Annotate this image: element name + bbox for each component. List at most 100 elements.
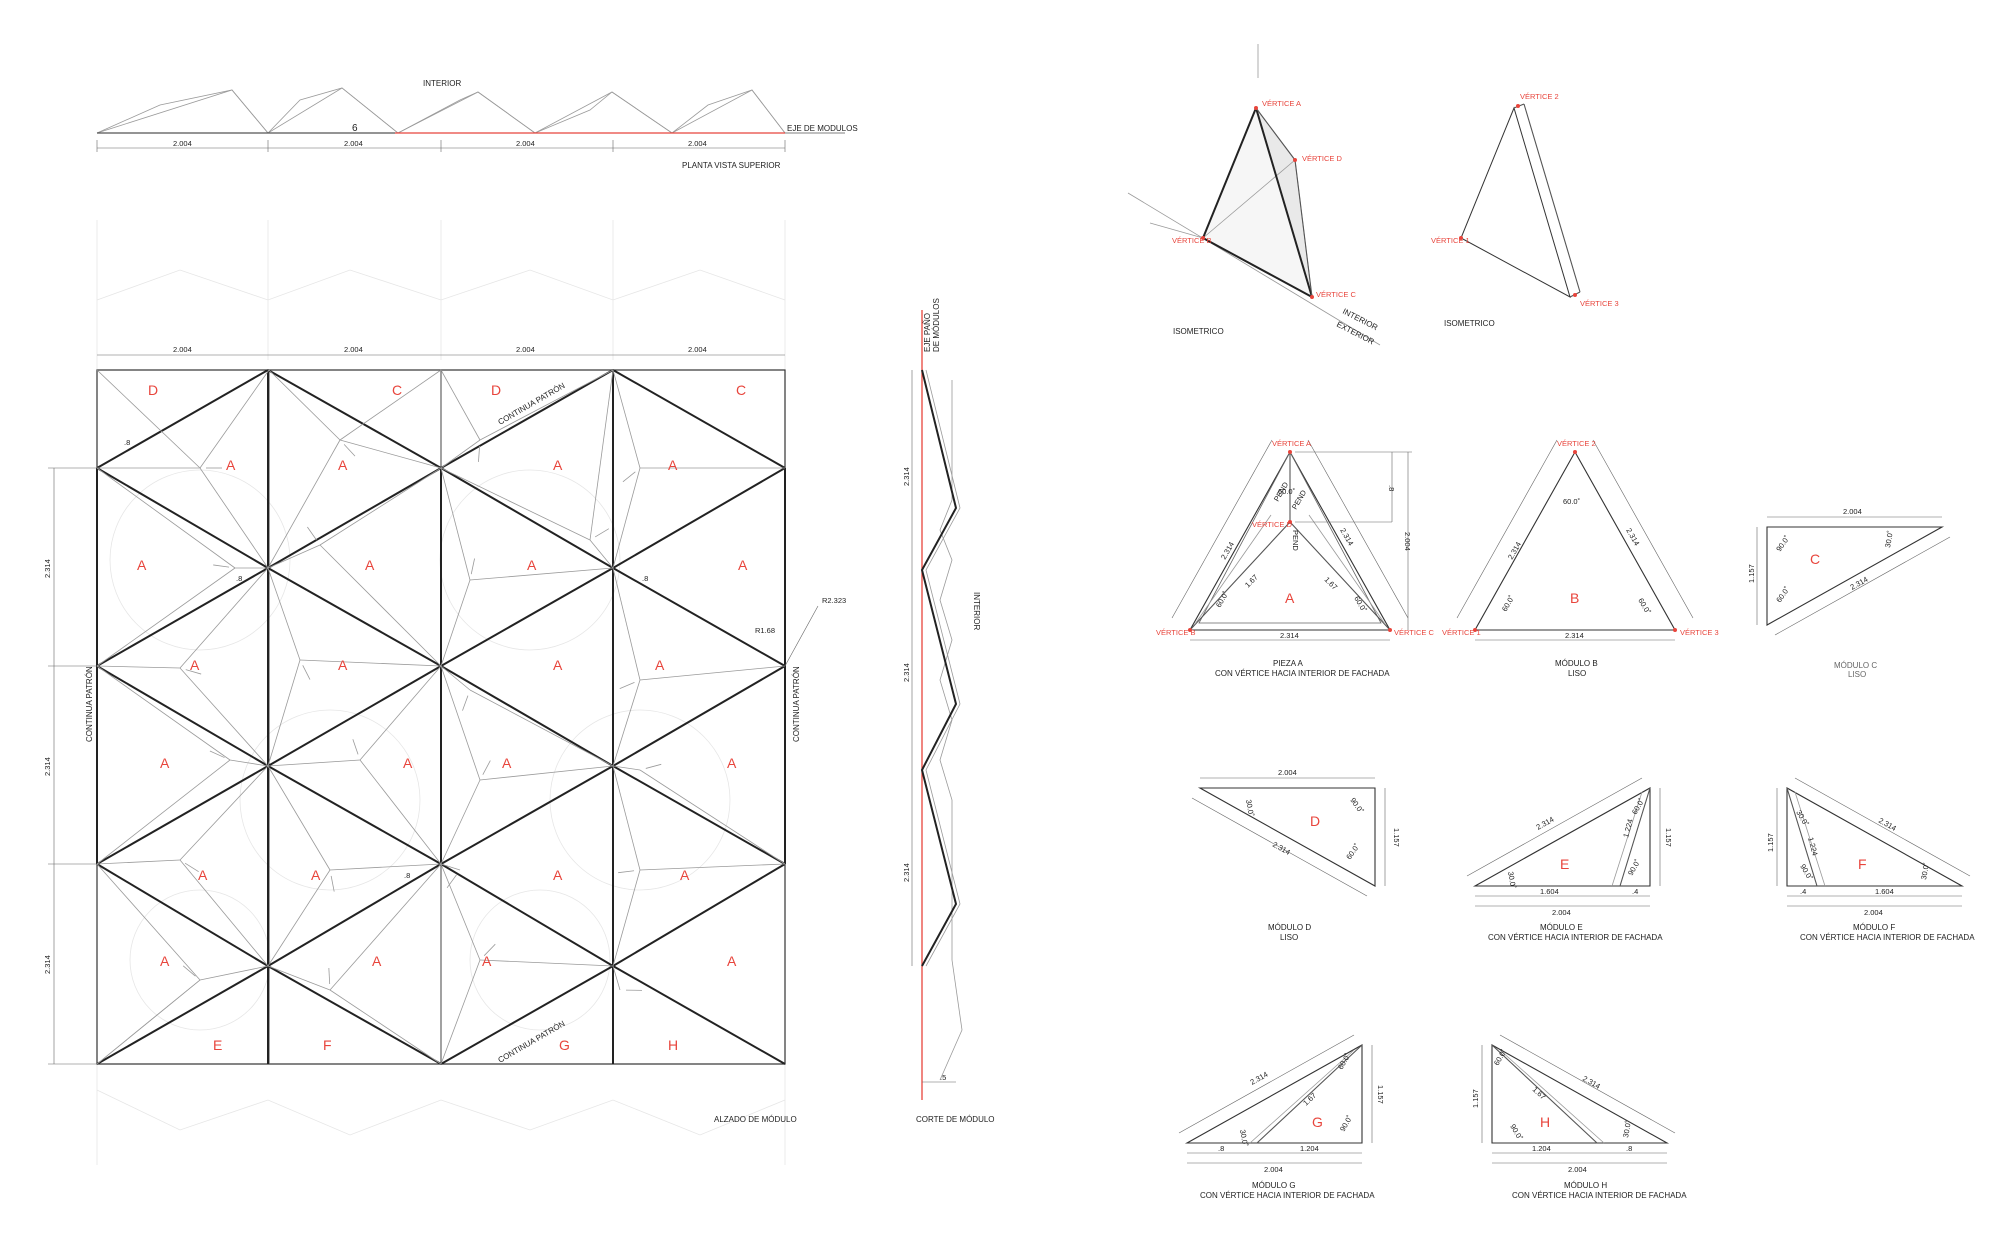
fold-line — [96, 863, 201, 981]
fold-line — [440, 959, 481, 1065]
elev-side-dim-2: 2.314 — [43, 757, 52, 776]
fold-line — [96, 467, 236, 569]
pieza-a: VÉRTICE A VÉRTICE D VÉRTICE B VÉRTICE C … — [1156, 439, 1434, 678]
fold-line — [267, 567, 301, 661]
iso1-vertex-d: VÉRTICE D — [1302, 154, 1342, 163]
modulo-c-a30: 30.0˚ — [1883, 530, 1895, 548]
modulo-c-a60: 60.0˚ — [1774, 585, 1791, 604]
fold-line — [330, 875, 335, 892]
fold-line — [359, 759, 442, 865]
fold-line — [440, 863, 461, 871]
modulo-e-caption-2: CON VÉRTICE HACIA INTERIOR DE FACHADA — [1488, 933, 1663, 942]
fold-line — [594, 528, 610, 538]
elevation-piece-a-letter: A — [727, 953, 737, 969]
fold-line — [199, 467, 269, 569]
fold-line — [440, 369, 614, 469]
fold-line — [179, 859, 269, 967]
fold-line — [612, 567, 786, 667]
elevation-module-letter: D — [491, 382, 501, 398]
modulo-h-caption-2: CON VÉRTICE HACIA INTERIOR DE FACHADA — [1512, 1191, 1687, 1200]
modulo-c-letter: C — [1810, 551, 1820, 567]
elevation-piece-a-letter: A — [553, 457, 563, 473]
elevation-piece-a-letter: A — [482, 953, 492, 969]
elevation-module-letter: H — [668, 1037, 678, 1053]
fold-line — [469, 689, 614, 767]
pieza-a-caption-2: CON VÉRTICE HACIA INTERIOR DE FACHADA — [1215, 669, 1390, 678]
continua-patron-left: CONTINUA PATRÓN — [85, 666, 94, 742]
fold-line — [96, 765, 269, 865]
modulo-h-a30: 30.0˚ — [1621, 1120, 1633, 1138]
elevation-piece-a-letter: A — [372, 953, 382, 969]
radius-r1-label: R1.68 — [755, 626, 775, 635]
modulo-f-letter: F — [1858, 856, 1867, 872]
modulo-d: 2.004 1.157 2.314 30.0˚ 90.0˚ 60.0˚ D MÓ… — [1191, 768, 1401, 942]
elevation-piece-a-letter: A — [502, 755, 512, 771]
modulo-c-a90: 90.0˚ — [1774, 534, 1791, 553]
fold-line — [267, 765, 331, 871]
fold-line — [267, 759, 361, 767]
modulo-d-letter: D — [1310, 813, 1320, 829]
elevation-piece-a-letter: A — [680, 867, 690, 883]
elevation-piece-a-letter: A — [668, 457, 678, 473]
isometric-tetra: VÉRTICE A VÉRTICE D VÉRTICE B VÉRTICE C … — [1127, 44, 1381, 346]
fold-line — [307, 526, 317, 541]
modulo-b-side-left: 2.314 — [1506, 540, 1523, 561]
pieza-a-angle-left: 60.0˚ — [1214, 590, 1230, 609]
plan-interior-label: INTERIOR — [423, 79, 461, 88]
offset-label-2: .8 — [236, 574, 242, 583]
modulo-e-a30: 30.0˚ — [1506, 871, 1518, 889]
modulo-b: VÉRTICE 2 VÉRTICE 1 VÉRTICE 3 2.314 2.31… — [1442, 439, 1719, 678]
fold-line — [440, 467, 614, 569]
elevation-caption: ALZADO DE MÓDULO — [714, 1115, 797, 1124]
fold-line — [229, 759, 269, 767]
modulo-b-letter: B — [1570, 590, 1579, 606]
pieza-a-base: 2.314 — [1280, 631, 1299, 640]
modulo-d-right: 1.157 — [1392, 828, 1401, 847]
section-caption: CORTE DE MÓDULO — [916, 1115, 995, 1124]
fold-line — [96, 859, 181, 865]
elevation-module-letter: C — [736, 382, 746, 398]
fold-line — [267, 439, 341, 569]
modulo-c-caption-2: LISO — [1848, 670, 1866, 679]
section-profile — [920, 369, 958, 967]
fold-line — [199, 369, 270, 469]
radius-r2-label: R2.323 — [822, 596, 846, 605]
pieza-a-angle-top: 60.0˚ — [1278, 487, 1295, 496]
modulo-h-a90: 90.0˚ — [1508, 1123, 1524, 1142]
offset-label-3: .8 — [642, 574, 648, 583]
modulo-d-a90: 90.0˚ — [1348, 796, 1365, 815]
offset-label: .8 — [124, 438, 130, 447]
fold-line — [446, 874, 457, 889]
elevation-grid — [96, 369, 786, 1065]
plan-folds — [96, 87, 786, 134]
fold-line — [96, 567, 236, 667]
pieza-a-vertex-d: VÉRTICE D — [1252, 520, 1292, 529]
modulo-d-a30: 30.0˚ — [1244, 799, 1256, 817]
iso2-vertex-1: VÉRTICE 1 — [1431, 236, 1470, 245]
modulo-g-a30: 30.0˚ — [1238, 1129, 1250, 1147]
continua-patron-right: CONTINUA PATRÓN — [792, 666, 801, 742]
fold-line — [267, 869, 331, 967]
modulo-e-letter: E — [1560, 856, 1569, 872]
elevation-module-letter: C — [392, 382, 402, 398]
elevation-module-letter: G — [559, 1037, 570, 1053]
fold-line — [619, 681, 635, 689]
offset-label-4: .8 — [404, 871, 410, 880]
pieza-a-vertex-b: VÉRTICE B — [1156, 628, 1195, 637]
fold-line — [612, 665, 786, 767]
modulo-g-caption-2: CON VÉRTICE HACIA INTERIOR DE FACHADA — [1200, 1191, 1375, 1200]
modulo-h-b2: 2.004 — [1568, 1165, 1587, 1174]
fold-line — [462, 695, 469, 711]
modulo-g-caption-1: MÓDULO G — [1252, 1181, 1296, 1190]
modulo-g-a90: 90.0˚ — [1338, 1114, 1354, 1133]
elevation-piece-a-letter: A — [338, 457, 348, 473]
fold-line — [618, 870, 635, 874]
modulo-f-small: .4 — [1800, 887, 1806, 896]
modulo-c: 2.004 1.157 2.314 90.0˚ 30.0˚ 60.0˚ C MÓ… — [1747, 507, 1951, 679]
section-interior-label: INTERIOR — [972, 592, 981, 630]
fold-line — [299, 659, 442, 667]
pieza-a-offset: .8 — [1387, 485, 1396, 491]
fold-line — [589, 369, 614, 541]
